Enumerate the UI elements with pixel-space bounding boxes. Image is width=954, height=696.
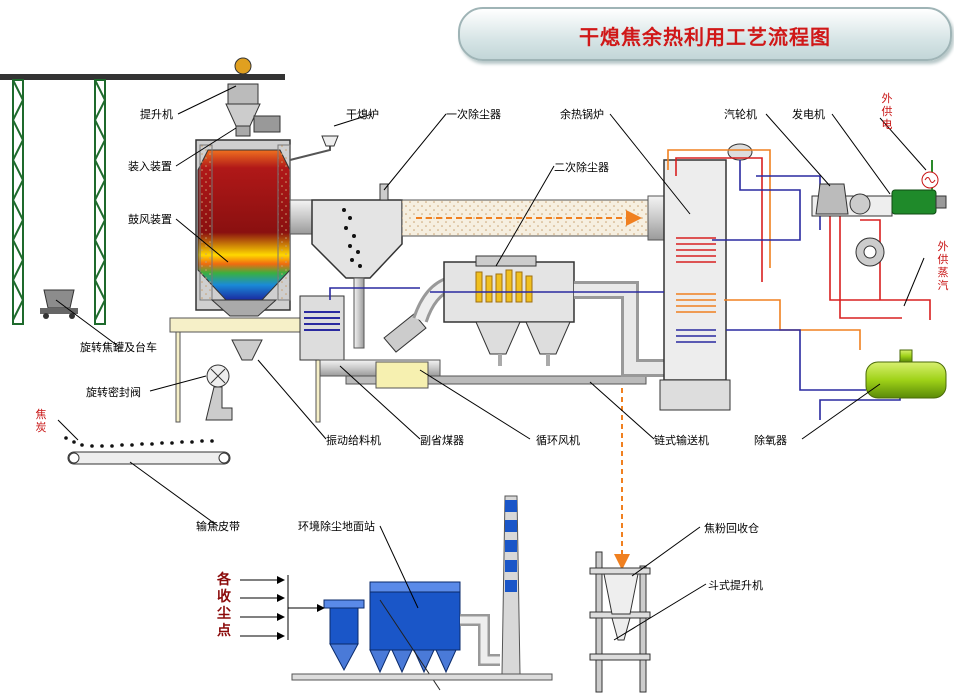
waste-heat-boiler [659, 143, 753, 411]
turbine [811, 183, 893, 267]
label-waste-heat-boiler: 余热锅炉 [560, 108, 604, 121]
hot-gas-duct [401, 195, 671, 241]
furnace-platform [169, 317, 331, 423]
secondary-dust-collector [443, 255, 575, 366]
chimney [501, 495, 521, 675]
label-auxiliary-economizer: 副省煤器 [420, 434, 464, 447]
label-cdq-furnace: 干熄炉 [346, 108, 379, 121]
label-circulation-fan: 循环风机 [536, 434, 580, 447]
deaerator [865, 349, 947, 399]
label-dust-points: 各收尘点 [217, 572, 231, 639]
environment-dust-station [291, 581, 553, 691]
coke-bucket-car [40, 289, 78, 319]
crane-rail-structure [0, 74, 285, 325]
label-turbine: 汽轮机 [724, 108, 757, 121]
rotary-seal-valve [205, 339, 263, 421]
label-bucket-elevator: 斗式提升机 [708, 579, 763, 592]
label-blower-device: 鼓风装置 [128, 213, 172, 226]
diagram-title: 干熄焦余热利用工艺流程图 [579, 25, 831, 49]
coke-powder-system [589, 388, 651, 693]
label-deaerator: 除氧器 [754, 434, 787, 447]
label-chain-conveyor: 链式输送机 [654, 434, 709, 447]
primary-dust-collector [289, 183, 403, 349]
hoist-equipment [225, 57, 281, 137]
label-secondary-dust-collector: 二次除尘器 [554, 161, 609, 174]
label-hoist: 提升机 [140, 108, 173, 121]
label-external-power: 外供电 [881, 92, 893, 131]
label-coke-powder-bin: 焦粉回收仓 [704, 522, 759, 535]
label-env-dust-station: 环境除尘地面站 [298, 520, 375, 533]
leader-lines [55, 85, 927, 641]
label-external-steam: 外供蒸汽 [937, 240, 949, 292]
vibrating-feeder [375, 313, 429, 389]
label-generator: 发电机 [792, 108, 825, 121]
label-coke-belt: 输焦皮带 [196, 520, 240, 533]
label-bucket-car: 旋转焦罐及台车 [80, 341, 157, 354]
steam-water-piping [329, 149, 931, 420]
generator [891, 160, 947, 215]
title-banner: 干熄焦余热利用工艺流程图 [458, 7, 952, 61]
label-rotary-valve: 旋转密封阀 [86, 386, 141, 399]
dust-point-arrows [240, 575, 325, 640]
label-coke: 焦炭 [35, 408, 47, 434]
cdq-furnace [195, 135, 339, 317]
return-duct [574, 281, 668, 377]
label-charging-device: 装入装置 [128, 160, 172, 173]
label-vibrating-feeder: 振动给料机 [326, 434, 381, 447]
label-primary-dust-collector: 一次除尘器 [446, 108, 501, 121]
coke-belt [64, 436, 231, 465]
